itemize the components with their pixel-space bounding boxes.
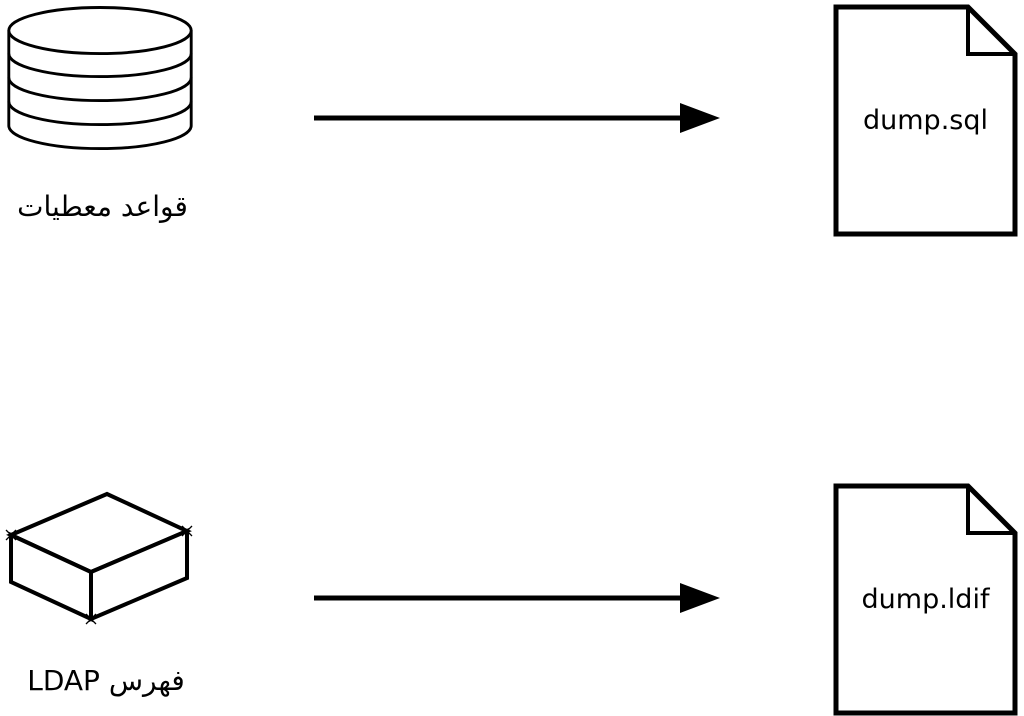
folded-corner bbox=[966, 7, 1015, 56]
sql-document-icon: dump.sql bbox=[833, 4, 1018, 237]
corner-mark bbox=[85, 613, 97, 625]
ldap-directory-icon bbox=[5, 491, 193, 625]
folded-corner bbox=[966, 486, 1015, 535]
database-icon bbox=[7, 6, 193, 151]
corner-mark bbox=[181, 525, 193, 537]
right-arrow-icon bbox=[314, 583, 720, 613]
database-label: قواعد معطيات bbox=[17, 190, 188, 223]
corner-mark bbox=[5, 529, 17, 541]
ldif-document-icon: dump.ldif bbox=[833, 483, 1018, 716]
file-name-label: dump.ldif bbox=[861, 583, 990, 615]
right-arrow-icon bbox=[314, 103, 720, 133]
file-name-label: dump.sql bbox=[863, 104, 988, 136]
ldap-label: فهرس LDAP bbox=[27, 664, 185, 697]
